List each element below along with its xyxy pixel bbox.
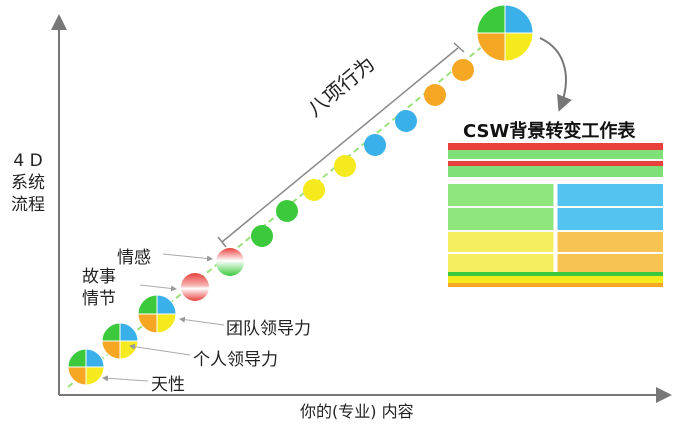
y-axis-label-line-3: 流程 (11, 195, 45, 215)
pointer-arrow-tuandui (179, 316, 225, 326)
behavior-dot (364, 134, 386, 156)
behavior-dot (251, 225, 273, 247)
behavior-bracket (217, 42, 465, 248)
story-disc (181, 273, 209, 301)
label-gushi: 故事 情节 (82, 266, 116, 310)
team-leadership-disc-icon (137, 294, 177, 334)
label-tianxing: 天性 (151, 375, 185, 395)
y-axis-label-line-1: 4 D (13, 151, 43, 171)
worksheet-row-2-left (448, 208, 554, 230)
worksheet-row-1-right (557, 184, 663, 206)
behavior-dot (424, 84, 446, 106)
worksheet-row-2-right (557, 208, 663, 230)
behavior-dot (334, 155, 356, 177)
worksheet-band-bottom-green (448, 272, 663, 276)
label-gushi-line-2: 情节 (82, 289, 116, 309)
label-tuandui: 团队领导力 (226, 319, 311, 339)
label-gushi-line-1: 故事 (82, 267, 116, 287)
label-qinggan: 情感 (117, 248, 151, 268)
worksheet-band-bottom-yellow (448, 276, 663, 283)
behavior-dot (452, 59, 474, 81)
x-axis-label: 你的(专业) 内容 (300, 402, 414, 421)
worksheet-row-3-right (557, 232, 663, 252)
worksheet-row-3-left (448, 232, 554, 252)
personal-leadership-disc-icon (101, 322, 139, 360)
worksheet-band-green-2 (448, 166, 663, 177)
behavior-dot (303, 179, 325, 201)
worksheet-band-red (448, 143, 663, 150)
csw-worksheet (448, 143, 663, 287)
worksheet-band-red-2 (448, 161, 663, 166)
worksheet-row-1-left (448, 184, 554, 206)
worksheet-band-green (448, 150, 663, 159)
worksheet-band-bottom-orange (448, 283, 663, 287)
pointer-arrow-tianxing (102, 375, 149, 382)
emotion-disc (216, 248, 244, 276)
pointer-arrow-geren (129, 343, 191, 356)
worksheet-row-4-left (448, 254, 554, 274)
y-axis-label-line-2: 系统 (11, 173, 45, 193)
behavior-dot (395, 110, 417, 132)
worksheet-row-4-right (557, 254, 663, 274)
nature-disc-icon (67, 348, 105, 386)
behavior-dot (276, 200, 298, 222)
label-geren: 个人领导力 (193, 350, 278, 370)
worksheet-title: CSW背景转变工作表 (463, 121, 636, 142)
pointer-arrow-qinggan (162, 253, 213, 262)
top-disc-icon (476, 4, 534, 62)
curved-arrow-icon (539, 37, 572, 112)
pointer-arrow-gushi (139, 284, 177, 292)
y-axis-label: 4 D 系统 流程 (6, 150, 50, 216)
